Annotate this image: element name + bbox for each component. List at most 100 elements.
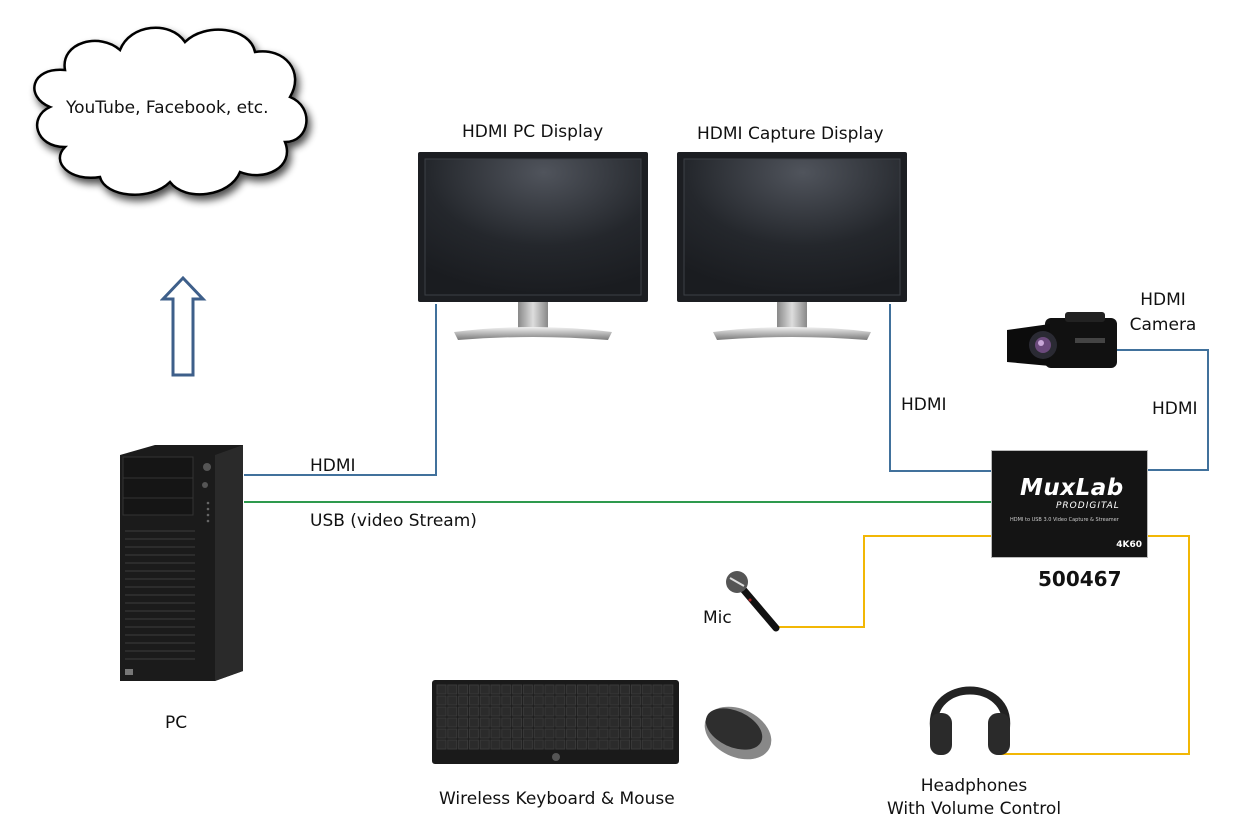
keyboard-key (501, 706, 512, 717)
keyboard-key (468, 717, 479, 728)
keyboard-mouse-label: Wireless Keyboard & Mouse (439, 789, 675, 809)
keyboard-key (522, 684, 533, 695)
keyboard-key (544, 706, 555, 717)
keyboard-key (630, 684, 641, 695)
keyboard-key (479, 728, 490, 739)
capture-display (677, 152, 907, 342)
keyboard-key (479, 739, 490, 750)
keyboard-key (576, 739, 587, 750)
hdmi-camera-label: HDMI (1152, 399, 1198, 419)
keyboard-key (458, 739, 469, 750)
keyboard-key (598, 717, 609, 728)
keyboard-key (566, 706, 577, 717)
keyboard-key (598, 695, 609, 706)
keyboard-key (620, 717, 631, 728)
keyboard-key (501, 717, 512, 728)
keyboard-key (458, 695, 469, 706)
keyboard-key (458, 728, 469, 739)
keyboard-key (587, 695, 598, 706)
keyboard-key (620, 695, 631, 706)
pc-tower (115, 443, 245, 683)
keyboard-key (620, 706, 631, 717)
keyboard-icon (432, 680, 679, 764)
keyboard-key (522, 728, 533, 739)
keyboard-key (490, 684, 501, 695)
keyboard-key (533, 728, 544, 739)
keyboard-key (641, 739, 652, 750)
keyboard-key (479, 684, 490, 695)
capture-device-brand: MuxLab (1020, 475, 1124, 501)
keyboard-key (652, 728, 663, 739)
keyboard-key (663, 739, 674, 750)
keyboard-key (609, 717, 620, 728)
camera-label-line2: Camera (1129, 315, 1197, 335)
keyboard-key (620, 684, 631, 695)
keyboard-key (522, 695, 533, 706)
keyboard-key (522, 706, 533, 717)
keyboard-key (468, 695, 479, 706)
keyboard-key (663, 717, 674, 728)
keyboard-key (641, 695, 652, 706)
keyboard-key (447, 706, 458, 717)
keyboard-key (576, 706, 587, 717)
keyboard-key (652, 706, 663, 717)
keyboard-key (544, 717, 555, 728)
keyboard-key (512, 684, 523, 695)
keyboard-key (555, 728, 566, 739)
keyboard-key (501, 695, 512, 706)
microphone-icon (726, 571, 780, 632)
keyboard-key (630, 739, 641, 750)
keyboard-key (512, 728, 523, 739)
keyboard-key (479, 717, 490, 728)
keyboard-key (501, 739, 512, 750)
keyboard-key (598, 684, 609, 695)
keyboard-key (436, 717, 447, 728)
keyboard-key (587, 728, 598, 739)
keyboard-key (663, 695, 674, 706)
keyboard-key (533, 706, 544, 717)
keyboard-key (501, 684, 512, 695)
capture-device-badge: 4K60 (1116, 540, 1142, 550)
keyboard-key (620, 739, 631, 750)
audio-wire-headphones (1000, 535, 1190, 755)
keyboard-key (533, 684, 544, 695)
keyboard-key (436, 695, 447, 706)
headphones-label-line2: With Volume Control (886, 799, 1062, 819)
keyboard-key (533, 695, 544, 706)
audio-wire-mic (778, 535, 993, 628)
capture-display-label: HDMI Capture Display (697, 124, 884, 144)
wireless-mouse-icon (704, 706, 772, 760)
camera-label-line1: HDMI (1140, 290, 1186, 310)
keyboard-key (587, 684, 598, 695)
keyboard-key (490, 739, 501, 750)
keyboard-key (587, 739, 598, 750)
keyboard-key (598, 728, 609, 739)
keyboard-key (641, 717, 652, 728)
keyboard-key (555, 706, 566, 717)
keyboard-key (522, 739, 533, 750)
keyboard-key (609, 706, 620, 717)
keyboard-key (641, 706, 652, 717)
keyboard-key (522, 717, 533, 728)
keyboard-key (587, 717, 598, 728)
keyboard-key (447, 728, 458, 739)
keyboard-key (436, 739, 447, 750)
keyboard-key (490, 717, 501, 728)
keyboard-key (533, 717, 544, 728)
capture-device: MuxLab PRODIGITAL HDMI to USB 3.0 Video … (991, 450, 1148, 558)
keyboard-key (663, 706, 674, 717)
keyboard-key (576, 684, 587, 695)
keyboard-key (512, 695, 523, 706)
hdmi-wire-pc-display (244, 304, 437, 476)
camera-label: HDMI Camera (1128, 288, 1198, 338)
keyboard-key (512, 739, 523, 750)
monitor-icon (418, 152, 648, 340)
keyboard-key (447, 739, 458, 750)
keyboard-key (652, 717, 663, 728)
keyboard-key (447, 684, 458, 695)
keyboard-key (566, 739, 577, 750)
keyboard-key (663, 728, 674, 739)
keyboard-key (609, 739, 620, 750)
keyboard-key (479, 706, 490, 717)
keyboard-key (436, 706, 447, 717)
